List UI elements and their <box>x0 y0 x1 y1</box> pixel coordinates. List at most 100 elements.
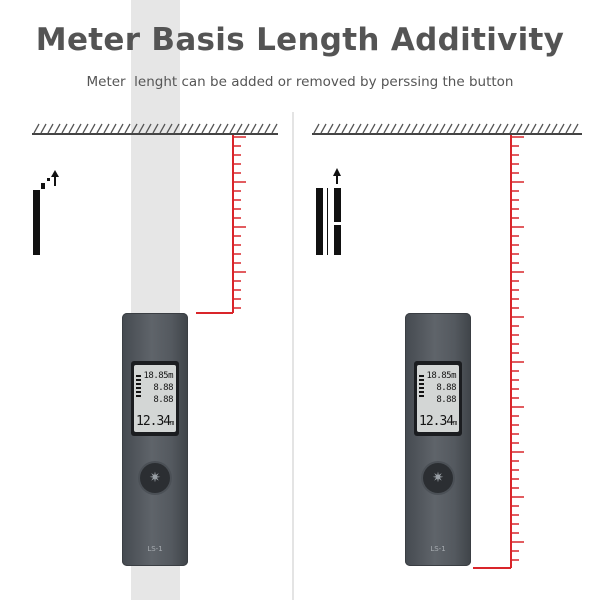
main-reading: 12.34m <box>136 414 174 429</box>
reading-2: 8.88 <box>153 383 173 393</box>
ceiling-hatch <box>558 123 565 134</box>
ceiling-left <box>32 123 278 135</box>
lcd-display: 18.85m 8.88 8.88 12.34m <box>134 365 176 432</box>
ceiling-hatch <box>40 123 47 134</box>
reading-2: 8.88 <box>436 383 456 393</box>
reading-1: 18.85m <box>143 371 173 381</box>
ceiling-hatch <box>376 123 383 134</box>
length-bar-arrow-icon <box>316 168 341 255</box>
page-subtitle: Meter lenght can be added or removed by … <box>86 74 514 90</box>
ceiling-hatch <box>110 123 117 134</box>
laser-button[interactable]: ✷ <box>140 463 170 493</box>
ceiling-hatch <box>138 123 145 134</box>
ceiling-hatch <box>453 123 460 134</box>
ceiling-hatch <box>516 123 523 134</box>
ceiling-hatch <box>33 123 40 134</box>
ceiling-hatch <box>572 123 579 134</box>
main-unit: m <box>170 419 174 427</box>
ceiling-hatch <box>397 123 404 134</box>
model-label: LS-1 <box>147 545 163 553</box>
signal-bars-icon <box>419 375 424 397</box>
reading-3: 8.88 <box>436 395 456 405</box>
ceiling-hatch <box>124 123 131 134</box>
ceiling-hatch <box>187 123 194 134</box>
ceiling-hatch <box>425 123 432 134</box>
ceiling-hatch <box>313 123 320 134</box>
reading-1: 18.85m <box>426 371 456 381</box>
model-label: LS-1 <box>430 545 446 553</box>
ceiling-hatch <box>383 123 390 134</box>
ceiling-hatch <box>327 123 334 134</box>
ceiling-hatch <box>89 123 96 134</box>
ceiling-hatch <box>544 123 551 134</box>
ceiling-hatch <box>117 123 124 134</box>
ceiling-hatch <box>432 123 439 134</box>
ceiling-hatch <box>481 123 488 134</box>
ceiling-hatch <box>264 123 271 134</box>
ceiling-hatch <box>271 123 278 134</box>
ceiling-hatch <box>257 123 264 134</box>
laser-button[interactable]: ✷ <box>423 463 453 493</box>
ceiling-hatch <box>222 123 229 134</box>
reading-3: 8.88 <box>153 395 173 405</box>
ceiling-hatch <box>180 123 187 134</box>
ceiling-hatch <box>243 123 250 134</box>
lcd-display: 18.85m 8.88 8.88 12.34m <box>417 365 459 432</box>
ceiling-hatch <box>495 123 502 134</box>
ceiling-hatch <box>201 123 208 134</box>
ceiling-hatch <box>75 123 82 134</box>
lcd-screen: 18.85m 8.88 8.88 12.34m <box>414 361 462 436</box>
ceiling-hatch <box>362 123 369 134</box>
ceiling-right <box>312 123 582 135</box>
ceiling-hatch <box>509 123 516 134</box>
ceiling-hatch <box>61 123 68 134</box>
ceiling-hatch <box>369 123 376 134</box>
ceiling-hatch <box>236 123 243 134</box>
ceiling-hatch <box>103 123 110 134</box>
ceiling-hatch <box>159 123 166 134</box>
ceiling-hatch <box>54 123 61 134</box>
main-reading: 12.34m <box>419 414 457 429</box>
main-value: 12.34 <box>419 414 454 429</box>
ceiling-hatch <box>530 123 537 134</box>
ceiling-hatch <box>166 123 173 134</box>
ceiling-hatch <box>96 123 103 134</box>
ceiling-hatch <box>439 123 446 134</box>
ceiling-hatch <box>460 123 467 134</box>
ceiling-hatch <box>404 123 411 134</box>
laser-meter-right: 18.85m 8.88 8.88 12.34m ✷ LS-1 <box>405 313 471 566</box>
ceiling-hatch <box>320 123 327 134</box>
main-unit: m <box>453 419 457 427</box>
length-bar-arrow-icon <box>33 170 59 255</box>
ceiling-hatch <box>418 123 425 134</box>
ceiling-hatch <box>173 123 180 134</box>
ceiling-hatch <box>145 123 152 134</box>
ruler-left <box>196 135 246 314</box>
ceiling-hatch <box>82 123 89 134</box>
ceiling-hatch <box>348 123 355 134</box>
ruler-right <box>473 135 524 569</box>
signal-bars-icon <box>136 375 141 397</box>
ceiling-hatch <box>390 123 397 134</box>
laser-meter-left: 18.85m 8.88 8.88 12.34m ✷ LS-1 <box>122 313 188 566</box>
ceiling-hatch <box>502 123 509 134</box>
ceiling-hatch <box>68 123 75 134</box>
ceiling-hatch <box>208 123 215 134</box>
ceiling-hatch <box>523 123 530 134</box>
ceiling-hatch <box>355 123 362 134</box>
ceiling-hatch <box>229 123 236 134</box>
ceiling-hatch <box>551 123 558 134</box>
ceiling-hatch <box>47 123 54 134</box>
ceiling-hatch <box>341 123 348 134</box>
lcd-screen: 18.85m 8.88 8.88 12.34m <box>131 361 179 436</box>
ceiling-hatch <box>194 123 201 134</box>
laser-button-icon: ✷ <box>432 470 444 486</box>
ceiling-hatch <box>537 123 544 134</box>
ceiling-hatch <box>446 123 453 134</box>
main-value: 12.34 <box>136 414 171 429</box>
ceiling-hatch <box>474 123 481 134</box>
ceiling-hatch <box>334 123 341 134</box>
ceiling-hatch <box>488 123 495 134</box>
page-title: Meter Basis Length Additivity <box>35 22 565 58</box>
